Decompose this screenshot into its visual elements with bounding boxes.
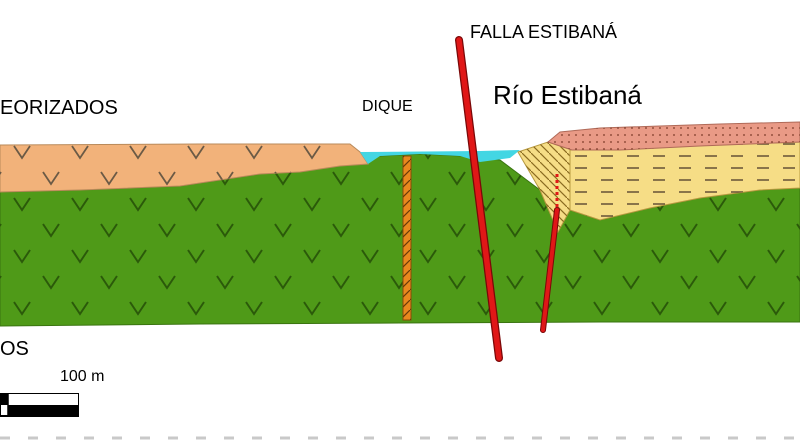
fault-label: FALLA ESTIBANÁ — [470, 22, 618, 42]
scale-label: 100 m — [60, 368, 105, 385]
weathered-label: EORIZADOS — [0, 97, 118, 119]
dike-label: DIQUE — [362, 98, 413, 115]
bottom-left-label: OS — [0, 338, 29, 360]
scale-bar — [0, 393, 79, 417]
river-label: Río Estibaná — [493, 80, 642, 110]
river-water — [360, 150, 520, 164]
